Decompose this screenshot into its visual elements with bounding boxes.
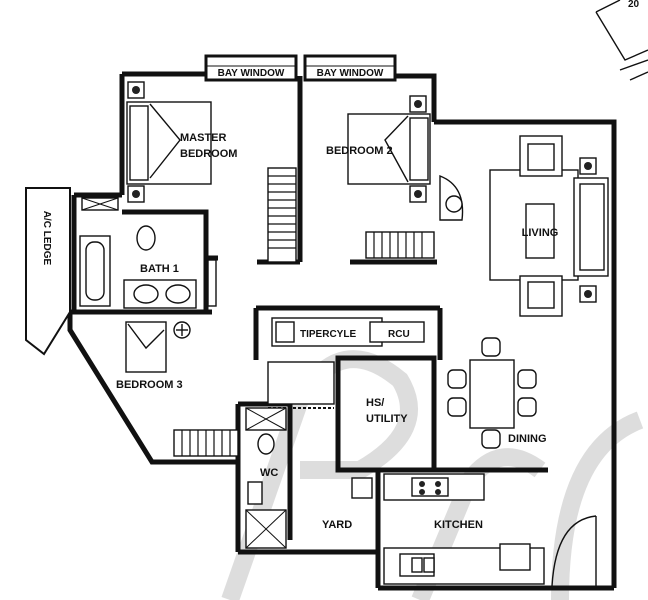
kitchen-label: KITCHEN	[434, 519, 483, 531]
hs-utility-label-2: UTILITY	[366, 413, 408, 425]
master-bedroom-label-2: BEDROOM	[180, 148, 237, 160]
service-label-2: RCU	[388, 329, 410, 340]
service-core: TIPERCYLE RCU	[267, 317, 425, 409]
room-labels: BAY WINDOW BAY WINDOW MASTER BEDROOM BED…	[116, 68, 558, 531]
hs-utility-label-1: HS/	[366, 397, 384, 409]
living-furniture	[489, 135, 609, 317]
bedroom-2-wardrobe	[365, 231, 435, 259]
bedroom-3-furniture	[125, 321, 239, 457]
service-label-1: TIPERCYLE	[300, 329, 356, 340]
master-bedroom-bed	[126, 81, 212, 203]
kitchen-fixtures	[351, 473, 545, 585]
master-bedroom-label-1: MASTER	[180, 132, 227, 144]
ac-ledge-label: A/C LEDGE	[41, 211, 52, 266]
corner-fragment: 20	[595, 0, 648, 81]
bedroom-2-bed	[347, 95, 431, 203]
bedroom-2-label: BEDROOM 2	[326, 145, 393, 157]
entrance-door	[551, 515, 597, 587]
dining-table	[447, 337, 537, 449]
wc-label: WC	[260, 467, 278, 479]
living-label: LIVING	[522, 227, 559, 239]
bay-window-1-label: BAY WINDOW	[218, 68, 285, 79]
ac-ledge: A/C LEDGE	[25, 187, 71, 356]
bedroom-2-door-swing	[439, 174, 464, 221]
corner-number: 20	[628, 0, 640, 10]
yard-label: YARD	[322, 519, 352, 531]
bath-1-label: BATH 1	[140, 263, 179, 275]
bay-window-2-label: BAY WINDOW	[317, 68, 384, 79]
wc-fixtures	[245, 407, 287, 549]
dining-label: DINING	[508, 433, 547, 445]
bath-1-fixtures	[79, 197, 217, 309]
master-wardrobe	[267, 167, 297, 263]
bedroom-3-label: BEDROOM 3	[116, 379, 183, 391]
